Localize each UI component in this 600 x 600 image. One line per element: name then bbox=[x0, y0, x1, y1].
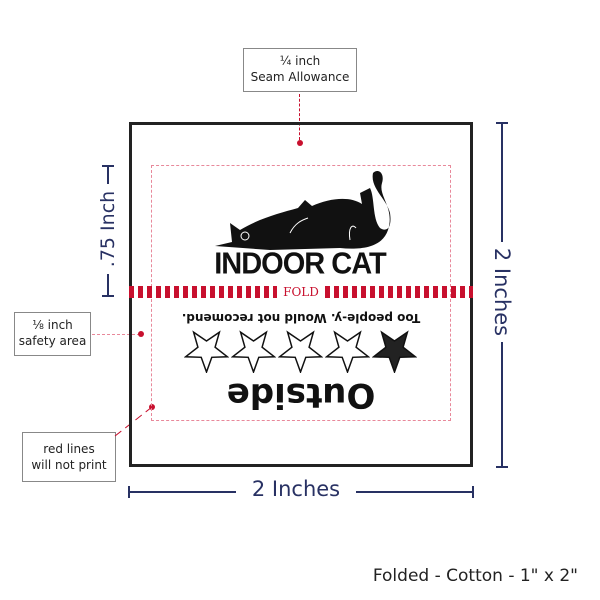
star-empty-icon bbox=[278, 330, 324, 373]
callout-line: ⅛ inch bbox=[32, 318, 73, 332]
callout-line: red lines bbox=[43, 442, 95, 456]
seam-marker-dot bbox=[297, 140, 303, 146]
callout-line: safety area bbox=[18, 334, 87, 348]
safety-area-callout: ⅛ inch safety area bbox=[14, 312, 91, 356]
cat-illustration bbox=[215, 171, 391, 250]
product-description: Folded - Cotton - 1" x 2" bbox=[372, 566, 578, 586]
callout-line: will not print bbox=[31, 458, 107, 472]
width-label: 2 Inches bbox=[236, 477, 356, 501]
star-filled-icon bbox=[372, 330, 418, 373]
fold-label: FOLD bbox=[283, 285, 319, 299]
red-lines-leader bbox=[114, 406, 153, 437]
fold-stripes-left bbox=[129, 286, 278, 298]
callout-line: ¼ inch bbox=[279, 54, 321, 68]
safety-leader-line bbox=[92, 334, 140, 335]
star-empty-icon bbox=[184, 330, 230, 373]
callout-line: Seam Allowance bbox=[250, 70, 350, 84]
star-empty-icon bbox=[231, 330, 277, 373]
fold-line: FOLD bbox=[129, 285, 474, 299]
height-label: 2 Inches bbox=[490, 242, 514, 342]
seam-leader-line bbox=[299, 94, 300, 140]
review-text: Too people-y. Would not recomend. bbox=[181, 311, 421, 325]
category-text: Outside bbox=[226, 375, 376, 415]
back-panel-upside-down: Outside Too people-y. Would not recomend… bbox=[151, 305, 451, 415]
brand-text: INDOOR CAT bbox=[214, 247, 387, 281]
safety-marker-dot bbox=[138, 331, 144, 337]
top-part-label: .75 Inch bbox=[97, 184, 119, 274]
star-rating bbox=[151, 329, 451, 373]
fold-stripes-right bbox=[324, 286, 474, 298]
star-empty-icon bbox=[325, 330, 371, 373]
seam-allowance-callout: ¼ inch Seam Allowance bbox=[243, 48, 357, 92]
red-lines-callout: red lines will not print bbox=[22, 432, 116, 482]
red-lines-marker-dot bbox=[149, 404, 155, 410]
